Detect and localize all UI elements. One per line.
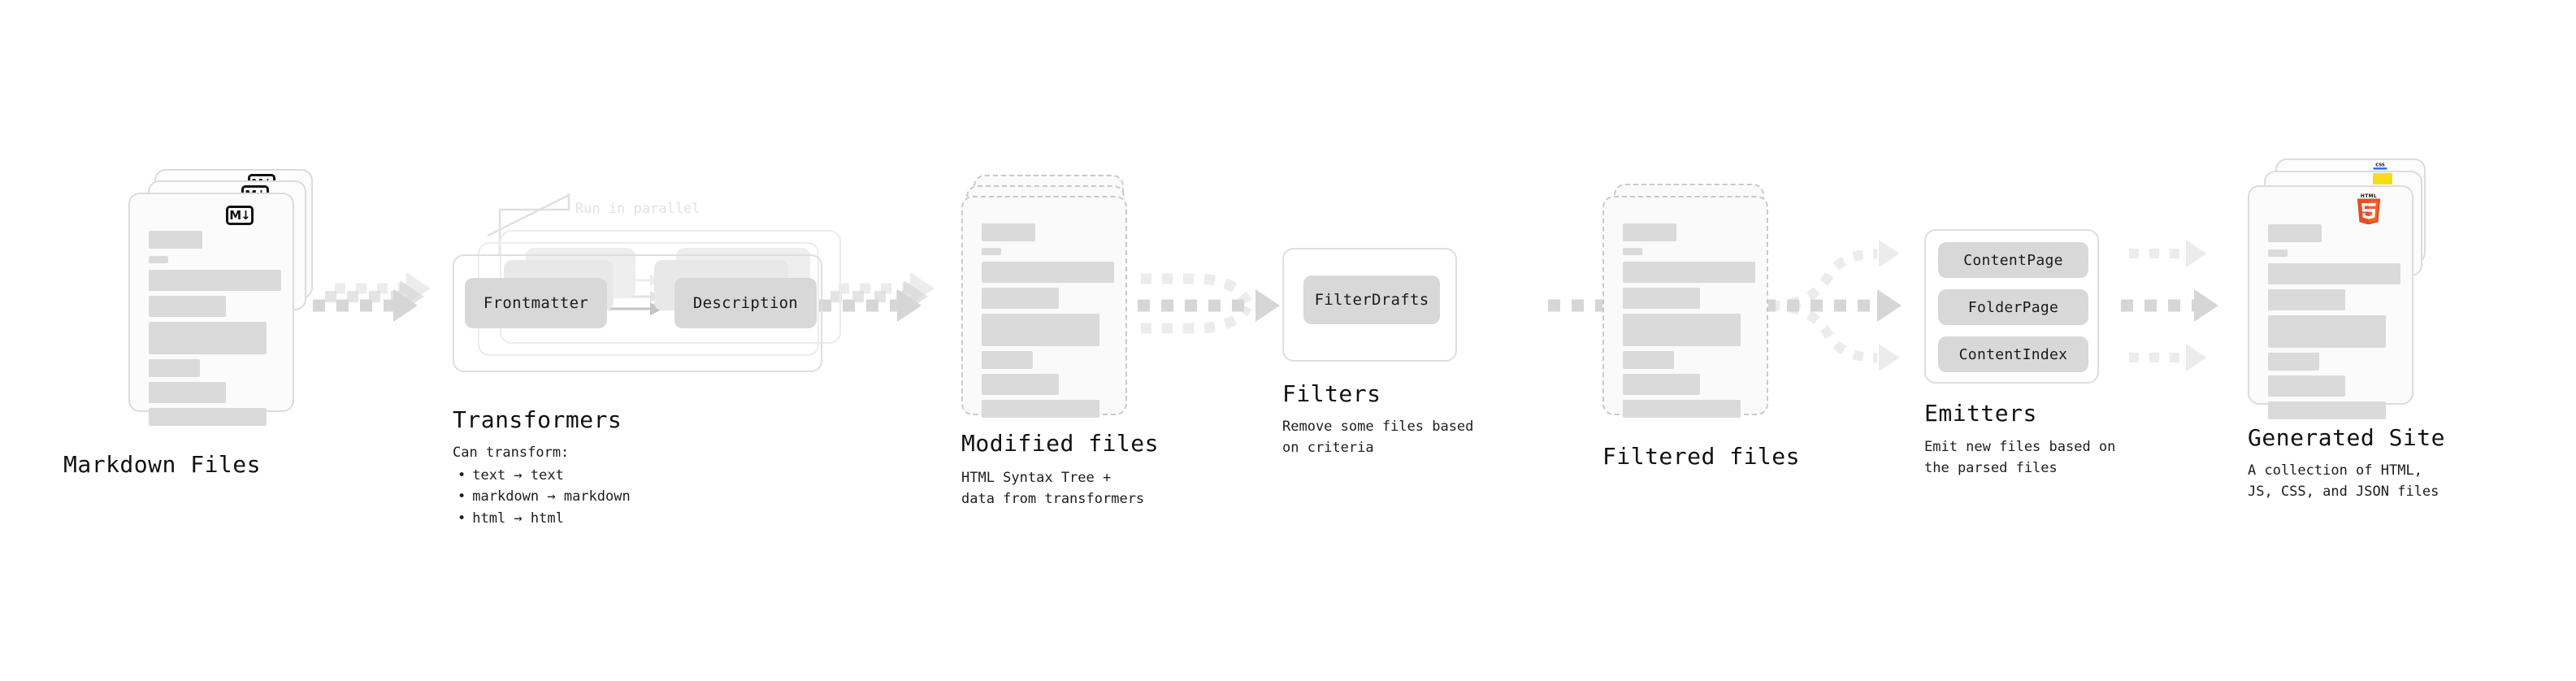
html5-icon: HTML [2357,193,2381,224]
skeleton-line [1623,223,1676,241]
stage-title: Generated Site [2248,424,2446,451]
emitter-pill-contentpage[interactable]: ContentPage [1938,242,2088,278]
list-item: text → text [453,465,631,486]
stage-title: Transformers [453,406,622,433]
skeleton-line [982,400,1099,418]
css-icon: CSS [2373,163,2387,170]
transform-list: text → text markdown → markdown html → h… [453,465,631,529]
skeleton-line [2268,289,2345,310]
markdown-icon: M↓ [226,206,254,225]
connector-modified-to-filters [1138,273,1280,334]
stage-subtitle: Can transform: [453,445,570,461]
skeleton-line [2268,224,2322,242]
stage-title: Filters [1282,380,1381,407]
skeleton-line [982,314,1099,346]
connector-filtered-to-emitters [1763,240,1902,371]
skeleton-line [2268,263,2400,284]
filtered-card-front [1602,196,1768,418]
filter-pill-filterdrafts[interactable]: FilterDrafts [1303,275,1440,324]
skeleton-line [1623,248,1642,255]
skeleton-line [1623,374,1700,395]
skeleton-line [2268,249,2288,257]
skeleton-line [2268,401,2386,419]
connector-emitters-to-site [2121,240,2218,371]
skeleton-line [1623,288,1700,309]
skeleton-line [149,359,200,377]
stage-subtitle: HTML Syntax Tree + data from transformer… [961,470,1145,507]
skeleton-line [149,256,168,263]
stage-title: Emitters [1924,400,2037,427]
skeleton-line [982,262,1114,283]
run-in-parallel-label: Run in parallel [575,201,700,217]
skeleton-line [149,231,202,249]
skeleton-line [2268,375,2345,397]
list-item: markdown → markdown [453,486,630,507]
skeleton-line [982,288,1059,309]
stage-subtitle: Remove some files based on criteria [1282,419,1474,456]
skeleton-line [149,322,267,354]
svg-text:HTML: HTML [2361,193,2377,199]
stage-title: Markdown Files [63,451,262,478]
stage-subtitle: Emit new files based on the parsed files [1924,439,2116,476]
skeleton-line [1623,262,1755,283]
svg-text:CSS: CSS [2375,163,2385,167]
stage-title: Modified files [961,430,1160,457]
emitters-box: ContentPage FolderPage ContentIndex [1924,229,2099,384]
skeleton-line [149,382,226,403]
skeleton-line [2268,315,2386,348]
site-card-front [2248,185,2413,419]
js-icon [2373,173,2392,184]
skeleton-line [149,270,281,291]
transformer-card-front: Frontmatter Description [453,254,822,372]
markdown-card-front [128,193,294,426]
skeleton-line [2268,353,2319,371]
filters-box: FilterDrafts [1282,248,1457,362]
skeleton-line [982,374,1059,395]
skeleton-line [982,248,1001,255]
modified-card-front [961,196,1127,418]
stage-subtitle: A collection of HTML, JS, CSS, and JSON … [2248,462,2439,500]
skeleton-line [1623,400,1741,418]
emitter-pill-contentindex[interactable]: ContentIndex [1938,336,2088,372]
transformer-pill-description[interactable]: Description [674,278,817,328]
skeleton-line [149,296,226,317]
skeleton-line [982,351,1033,369]
transformer-pill-frontmatter[interactable]: Frontmatter [465,278,607,328]
skeleton-line [1623,314,1741,346]
list-item: html → html [453,508,631,529]
stage-title: Filtered files [1602,443,1801,470]
emitter-pill-folderpage[interactable]: FolderPage [1938,289,2088,325]
skeleton-line [982,223,1035,241]
skeleton-line [149,408,267,426]
skeleton-line [1623,351,1674,369]
connector-markdown-to-transformers [313,272,431,322]
